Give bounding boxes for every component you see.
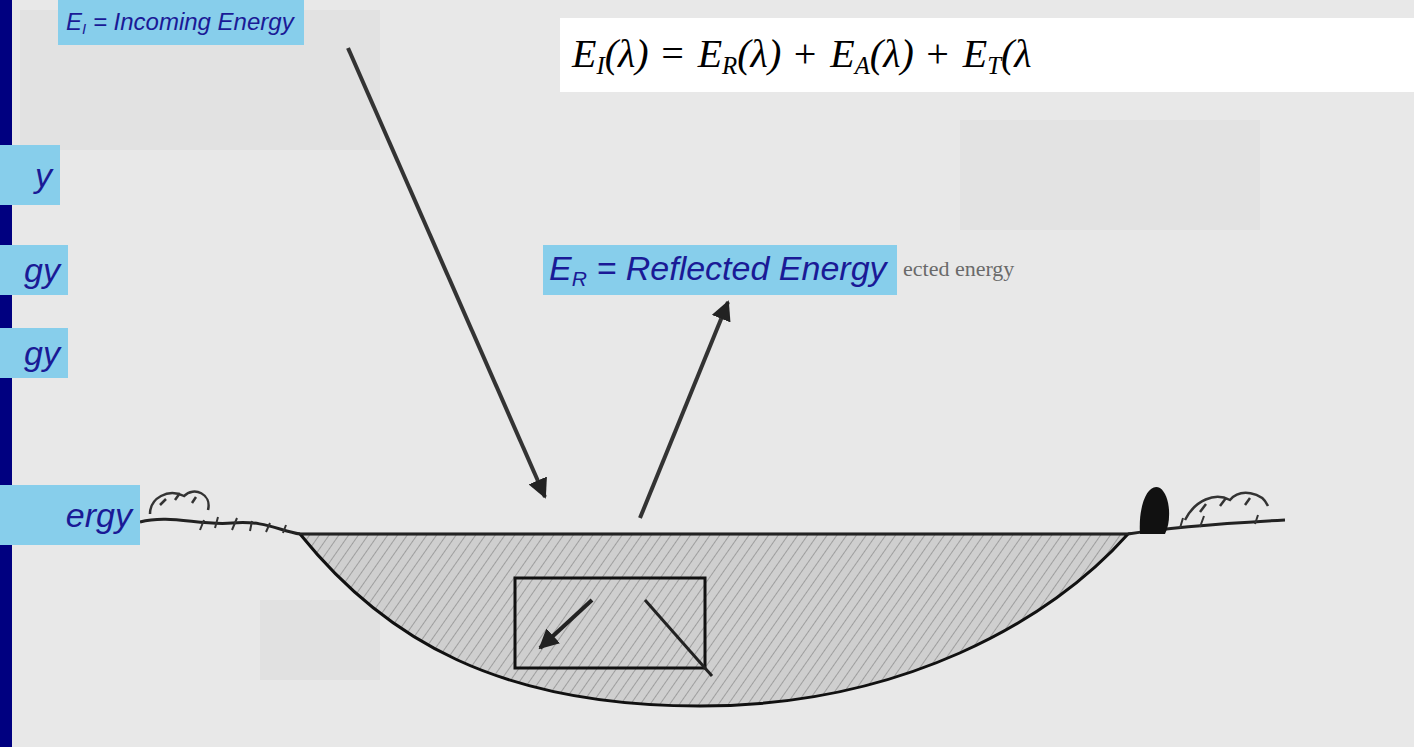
text-line: y xyxy=(35,156,52,195)
shrub xyxy=(150,492,209,514)
scan-shade xyxy=(260,600,380,680)
label-text: E xyxy=(66,8,82,35)
subscript: T xyxy=(987,52,1001,79)
equation-box: EI(λ) =ER(λ) +EA(λ) +ET(λ xyxy=(560,18,1414,92)
energy-label: EI = Incoming Energy xyxy=(58,0,304,45)
label-text: y xyxy=(35,156,52,194)
energy-label-cut: gy xyxy=(0,245,68,295)
left-bank xyxy=(140,519,300,534)
energy-label-cut: gy xyxy=(0,328,68,378)
subscript: A xyxy=(855,52,870,79)
transmitted-line xyxy=(645,600,712,676)
scan-shade xyxy=(960,120,1260,230)
text-line: EI(λ) =ER(λ) +EA(λ) +ET(λ xyxy=(572,30,1032,80)
text-line: ergy xyxy=(66,496,132,535)
absorbed-arrow xyxy=(540,600,592,648)
subscript: I xyxy=(82,21,86,37)
label-text: (λ) + xyxy=(737,31,818,76)
text-line: EI = Incoming Energy xyxy=(66,8,294,37)
shrub xyxy=(1185,493,1268,520)
grass xyxy=(200,517,286,533)
energy-label: ER = Reflected Energy xyxy=(543,245,897,295)
label-text: E xyxy=(830,31,854,76)
subscript: R xyxy=(572,267,587,290)
incoming-arrow xyxy=(348,48,545,497)
label-text: gy xyxy=(24,334,60,372)
text-line: gy xyxy=(24,251,60,290)
label-text: ergy xyxy=(66,496,132,534)
energy-label-cut: y xyxy=(0,145,60,205)
energy-label-cut: ergy xyxy=(0,485,140,545)
scan-label: ected energy xyxy=(903,256,1014,282)
label-text: E xyxy=(549,249,572,287)
label-text: = Reflected Energy xyxy=(596,249,886,287)
label-text: E xyxy=(572,31,596,76)
label-text: (λ) = xyxy=(605,31,686,76)
bush xyxy=(1140,487,1169,534)
scan-background xyxy=(12,0,1414,747)
grass xyxy=(1180,515,1258,528)
subscript: I xyxy=(596,52,604,79)
subscript: R xyxy=(722,52,737,79)
label-text: E xyxy=(698,31,722,76)
text-line: gy xyxy=(24,334,60,373)
label-text: (λ) + xyxy=(870,31,951,76)
reflected-arrow xyxy=(640,302,728,518)
label-text: E xyxy=(963,31,987,76)
text-line: ER = Reflected Energy xyxy=(549,249,887,291)
label-text: (λ xyxy=(1001,31,1032,76)
label-text: gy xyxy=(24,251,60,289)
water-surface xyxy=(300,533,1128,535)
detail-box xyxy=(515,578,705,668)
label-text: = Incoming Energy xyxy=(93,8,294,35)
water-body xyxy=(300,534,1128,706)
